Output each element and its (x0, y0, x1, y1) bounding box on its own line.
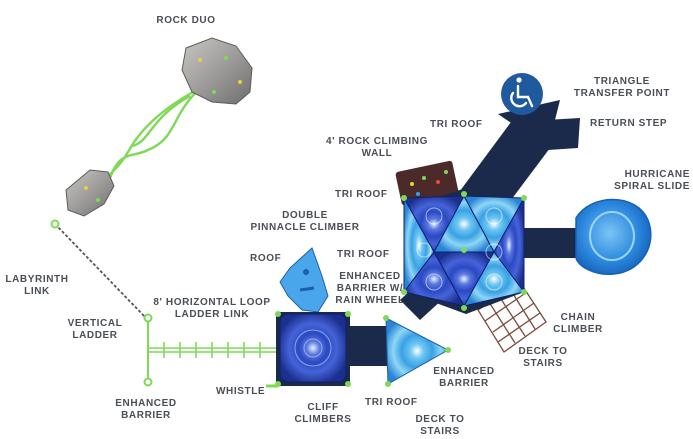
label-tri-roof-middle: TRI ROOF (337, 249, 390, 260)
label-deck-to-stairs-bottom-line1: DECK TO (415, 414, 465, 425)
label-vertical-ladder-line1: VERTICAL (67, 318, 123, 329)
label-enhanced-barrier: ENHANCED BARRIER (424, 366, 504, 390)
label-enhanced-barrier-rain-wheel: ENHANCED BARRIER W/ RAIN WHEEL (330, 271, 410, 307)
label-horizontal-loop-ladder-link-line2: LADDER LINK (174, 309, 250, 320)
label-chain-climber: CHAIN CLIMBER (548, 312, 608, 336)
label-labyrinth-link-line1: LABYRINTH (5, 274, 69, 285)
tri-roof-cluster-spirals (416, 207, 503, 291)
roof-tower-posts (275, 311, 351, 387)
roof (279, 313, 347, 383)
label-deck-to-stairs-bottom: DECK TO STAIRS (405, 414, 475, 438)
chain-climber (477, 281, 547, 353)
pinnacle-climber-handhold (303, 269, 309, 275)
slide-deck-arm (520, 228, 584, 258)
label-deck-to-stairs-right-line1: DECK TO (518, 346, 568, 357)
vertical-ladder-post (143, 313, 153, 323)
label-enhanced-barrier-left-line1: ENHANCED (115, 398, 177, 409)
return-step (546, 118, 580, 150)
labyrinth-link-post (50, 219, 60, 229)
label-cliff-climbers-line2: CLIMBERS (294, 414, 352, 425)
label-double-pinnacle-climber-line2: PINNACLE CLIMBER (250, 222, 360, 233)
label-cliff-climbers: CLIFF CLIMBERS (288, 402, 358, 426)
label-enhanced-barrier-left-line2: BARRIER (121, 410, 171, 421)
rock-duo-holds (84, 56, 242, 202)
label-cliff-climbers-line1: CLIFF (307, 402, 339, 413)
label-tri-roof-bottom: TRI ROOF (365, 397, 418, 408)
labyrinth-link-line (54, 223, 147, 319)
accessibility-badge (501, 73, 543, 115)
label-vertical-ladder: VERTICAL LADDER (60, 318, 130, 342)
label-rock-duo: ROCK DUO (156, 15, 216, 26)
label-triangle-transfer-point-line2: TRANSFER POINT (573, 88, 671, 99)
label-horizontal-loop-ladder-link-line1: 8' HORIZONTAL LOOP (153, 297, 271, 308)
rock-climbing-wall (395, 160, 459, 206)
label-tri-roof-upper-left: TRI ROOF (335, 189, 388, 200)
label-labyrinth-link: LABYRINTH LINK (2, 274, 72, 298)
label-rock-climbing-wall-line1: 4' ROCK CLIMBING (326, 136, 428, 147)
label-enhanced-barrier-line2: BARRIER (439, 378, 489, 389)
label-enhanced-barrier-rain-wheel-line2: BARRIER W/ (336, 283, 404, 294)
hurricane-spiral-slide-exit (589, 211, 635, 261)
hurricane-spiral-slide (575, 198, 652, 275)
label-hurricane-spiral-slide-line1: HURRICANE (624, 169, 690, 180)
label-hurricane-spiral-slide-line2: SPIRAL SLIDE (614, 181, 690, 192)
wheelchair-accessible-icon (510, 77, 534, 108)
double-pinnacle-climber (279, 247, 329, 313)
roof-spiral (294, 329, 332, 367)
label-deck-to-stairs-bottom-line2: STAIRS (420, 426, 460, 437)
enhanced-barrier-post (143, 377, 153, 387)
label-chain-climber-line2: CLIMBER (553, 324, 603, 335)
label-triangle-transfer-point: TRIANGLE TRANSFER POINT (562, 76, 682, 100)
pinnacle-climber-hole (299, 286, 315, 292)
tri-roof-lower-posts (383, 315, 451, 387)
label-rock-climbing-wall: 4' ROCK CLIMBING WALL (322, 136, 432, 160)
label-enhanced-barrier-rain-wheel-line1: ENHANCED (339, 271, 401, 282)
rock-duo-small-boulder (65, 169, 115, 217)
label-double-pinnacle-climber: DOUBLE PINNACLE CLIMBER (246, 210, 364, 234)
label-whistle: WHISTLE (216, 386, 266, 397)
label-triangle-transfer-point-line1: TRIANGLE (594, 76, 650, 87)
tri-roof-cluster-posts (401, 191, 527, 311)
rock-climbing-wall-holds (410, 170, 448, 196)
label-enhanced-barrier-left: ENHANCED BARRIER (104, 398, 188, 422)
label-return-step: RETURN STEP (590, 118, 668, 129)
rock-duo-chain-link (103, 86, 201, 181)
label-horizontal-loop-ladder-link: 8' HORIZONTAL LOOP LADDER LINK (142, 297, 282, 321)
label-enhanced-barrier-line1: ENHANCED (433, 366, 495, 377)
label-deck-to-stairs-right: DECK TO STAIRS (508, 346, 578, 370)
label-hurricane-spiral-slide: HURRICANE SPIRAL SLIDE (586, 169, 690, 193)
label-double-pinnacle-climber-line1: DOUBLE (282, 210, 328, 221)
label-roof: ROOF (250, 253, 282, 264)
tri-roof-lower (385, 317, 450, 385)
label-enhanced-barrier-rain-wheel-line3: RAIN WHEEL (335, 295, 405, 306)
horizontal-loop-ladder-link (148, 342, 276, 358)
label-deck-to-stairs-right-line2: STAIRS (523, 358, 563, 369)
label-rock-climbing-wall-line2: WALL (361, 148, 393, 159)
label-chain-climber-line1: CHAIN (560, 312, 596, 323)
label-vertical-ladder-line2: LADDER (72, 330, 118, 341)
label-tri-roof-top: TRI ROOF (430, 119, 483, 130)
rock-duo-large-boulder (181, 37, 253, 105)
label-labyrinth-link-line2: LINK (24, 286, 50, 297)
